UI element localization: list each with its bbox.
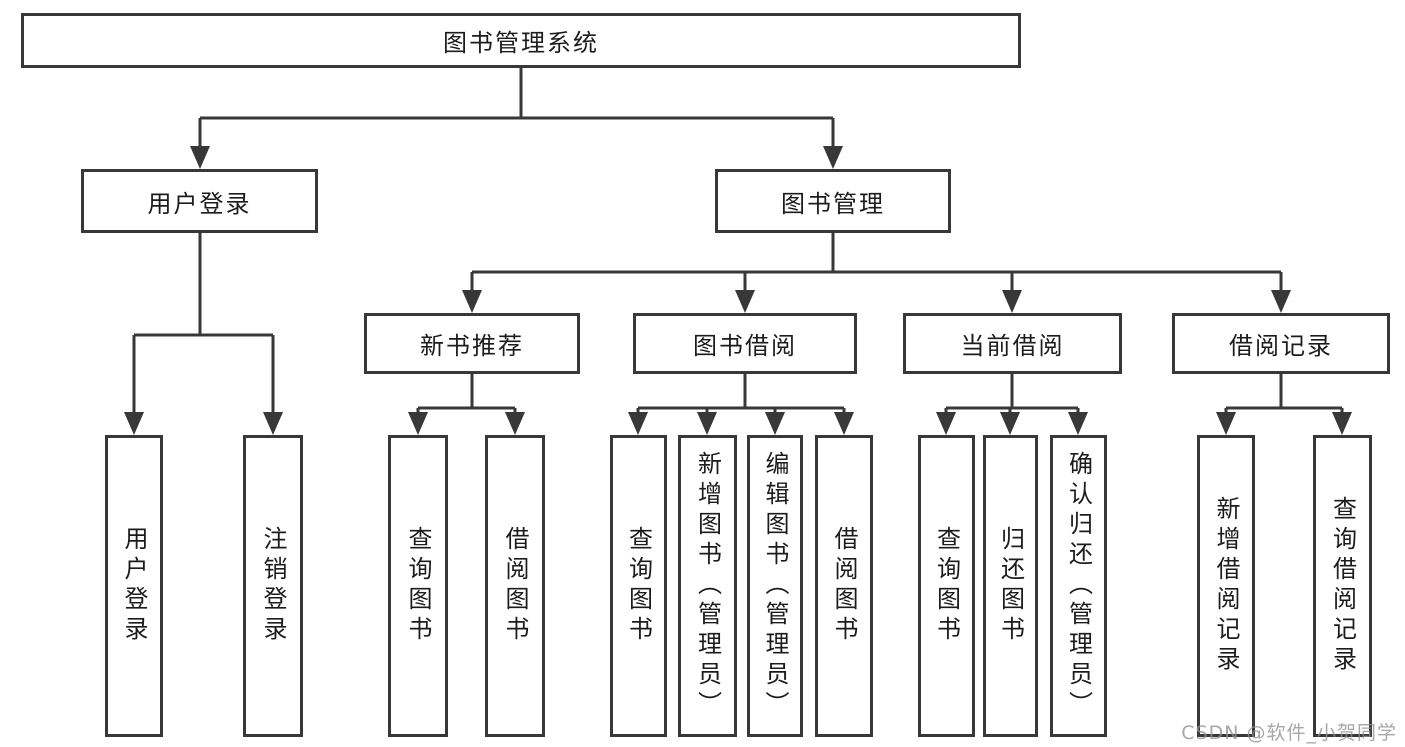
leaf-borrow-books-recommend-label: 借阅图书: [501, 526, 529, 646]
leaf-borrow-books-borrow-label: 借阅图书: [830, 526, 858, 646]
leaf-confirm-return-admin: 确认归还（管理员）: [1050, 435, 1107, 737]
leaf-query-borrow-record-label: 查询借阅记录: [1328, 496, 1357, 676]
branch-book-mgmt: [470, 233, 1283, 292]
branch-user: [132, 233, 275, 414]
leaf-logout-label: 注销登录: [259, 526, 287, 646]
branch-records: [1224, 374, 1344, 414]
leaf-add-book-admin: 新增图书（管理员）: [678, 435, 737, 737]
leaf-query-books-current: 查询图书: [918, 435, 975, 737]
leaf-return-book: 归还图书: [983, 435, 1038, 737]
leaf-confirm-return-admin-label: 确认归还（管理员）: [1064, 451, 1093, 721]
node-user-login-group-label: 用户登录: [147, 189, 252, 218]
arrowhead-icon: [408, 412, 428, 435]
arrowhead-icon: [628, 412, 648, 435]
node-book-borrow-label: 图书借阅: [693, 332, 797, 360]
leaf-query-books-borrow-label: 查询图书: [624, 526, 653, 646]
arrowhead-icon: [735, 290, 755, 313]
arrowhead-icon: [1002, 290, 1022, 313]
node-book-borrow: 图书借阅: [633, 313, 857, 374]
arrowhead-icon: [823, 146, 843, 169]
arrowhead-icon: [1332, 412, 1352, 435]
leaf-user-login-label: 用户登录: [120, 526, 148, 646]
node-current-borrow: 当前借阅: [903, 313, 1122, 374]
connector-strokes: [132, 68, 1344, 414]
leaf-add-borrow-record: 新增借阅记录: [1197, 435, 1255, 737]
branch-recommend: [416, 374, 517, 414]
leaf-logout: 注销登录: [243, 435, 303, 737]
leaf-query-books-recommend: 查询图书: [388, 435, 448, 737]
leaf-edit-book-admin-label: 编辑图书（管理员）: [761, 451, 789, 721]
node-root: 图书管理系统: [21, 13, 1021, 68]
arrowhead-icon: [1216, 412, 1236, 435]
branch-root: [198, 68, 835, 148]
arrowhead-icon: [124, 412, 144, 435]
node-borrow-records: 借阅记录: [1172, 313, 1390, 374]
arrowhead-icon: [1068, 412, 1088, 435]
node-user-login-group: 用户登录: [81, 169, 318, 233]
leaf-borrow-books-recommend: 借阅图书: [485, 435, 545, 737]
node-book-management-label: 图书管理: [781, 189, 885, 218]
leaf-borrow-books-borrow: 借阅图书: [815, 435, 873, 737]
leaf-add-book-admin-label: 新增图书（管理员）: [693, 451, 722, 721]
node-borrow-records-label: 借阅记录: [1229, 332, 1333, 360]
arrowhead-icon: [505, 412, 525, 435]
arrowhead-icon: [462, 290, 482, 313]
arrowhead-icon: [697, 412, 717, 435]
leaf-query-books-borrow: 查询图书: [610, 435, 667, 737]
leaf-query-borrow-record: 查询借阅记录: [1313, 435, 1372, 737]
node-new-book-recommend: 新书推荐: [364, 313, 580, 374]
arrowhead-icon: [834, 412, 854, 435]
node-new-book-recommend-label: 新书推荐: [420, 332, 524, 360]
leaf-add-borrow-record-label: 新增借阅记录: [1212, 496, 1240, 676]
arrowhead-icon: [936, 412, 956, 435]
node-root-label: 图书管理系统: [443, 29, 599, 57]
arrowhead-icon: [765, 412, 785, 435]
arrowhead-icon: [1271, 290, 1291, 313]
arrowhead-icon: [263, 412, 283, 435]
branch-current: [944, 374, 1080, 414]
arrowhead-icon: [1000, 412, 1020, 435]
leaf-edit-book-admin: 编辑图书（管理员）: [747, 435, 803, 737]
leaf-query-books-recommend-label: 查询图书: [404, 526, 432, 646]
csdn-watermark: CSDN @软件_小贺同学: [1181, 722, 1397, 744]
leaf-query-books-current-label: 查询图书: [932, 526, 961, 646]
node-book-management: 图书管理: [715, 169, 951, 233]
leaf-return-book-label: 归还图书: [996, 526, 1025, 646]
branch-borrow: [636, 374, 846, 414]
arrowheads: [124, 146, 1352, 435]
node-current-borrow-label: 当前借阅: [960, 332, 1065, 360]
leaf-user-login: 用户登录: [105, 435, 163, 737]
arrowhead-icon: [190, 146, 210, 169]
